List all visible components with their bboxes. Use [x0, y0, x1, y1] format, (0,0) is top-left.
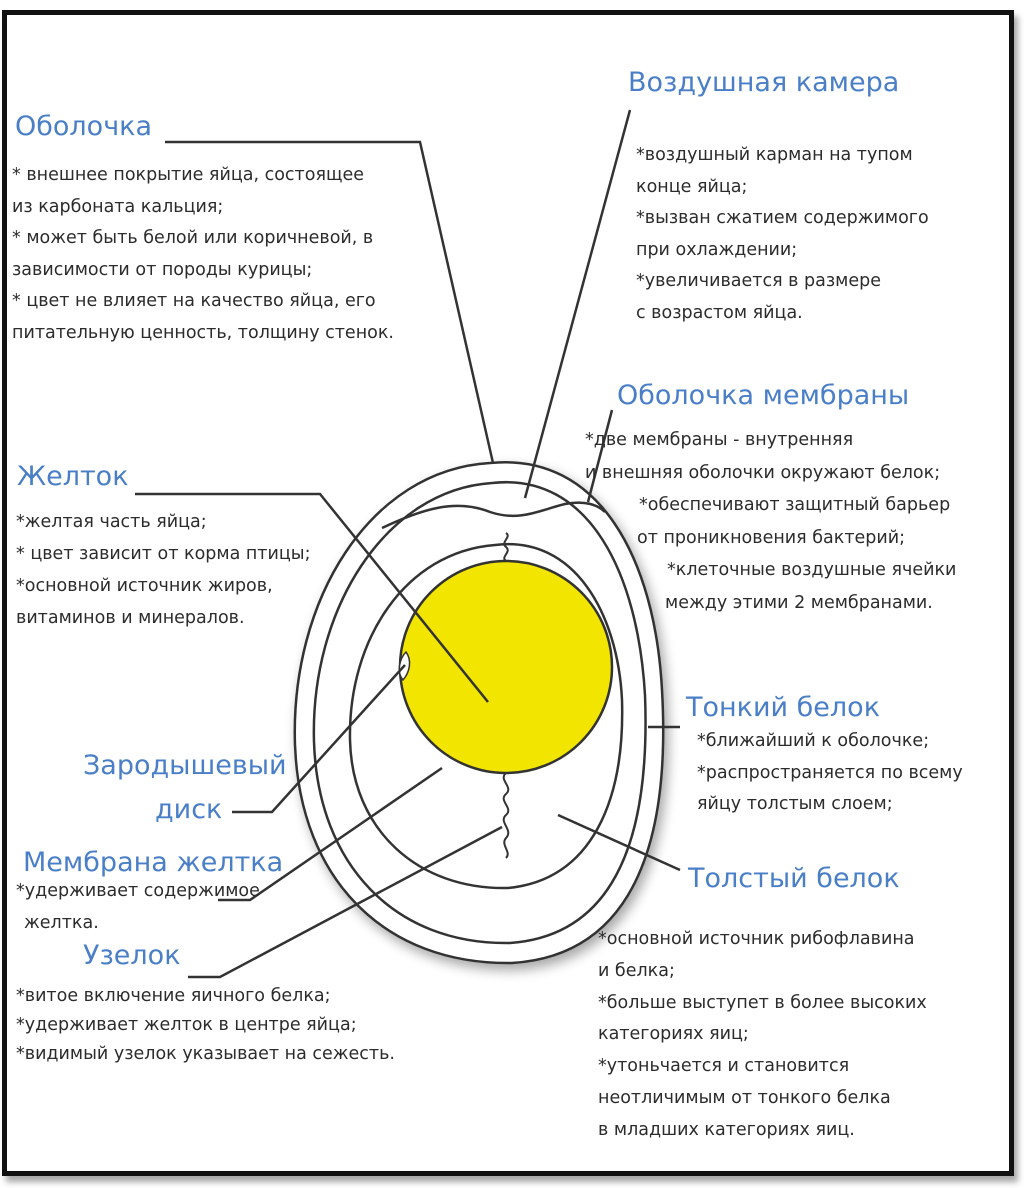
leader-chalaza — [188, 825, 503, 979]
leader-thick-albumen — [557, 813, 681, 872]
shell-description: * внешнее покрытие яйца, состоящее из ка… — [12, 160, 394, 349]
shell-title: Оболочка — [15, 111, 153, 142]
leader-shell-membrane — [586, 409, 614, 503]
shell-membrane-line: *клеточные воздушные ячейки — [667, 560, 957, 580]
chalaza-line: *видимый узелок указывает на сежесть. — [16, 1044, 395, 1064]
germinal-disc-title-line1: Зародышевый — [83, 750, 287, 781]
chalaza-top — [503, 532, 509, 562]
air-cell-description: *воздушный карман на тупом конце яйца; *… — [636, 140, 929, 329]
thick-albumen-line: категориях яиц; — [598, 1024, 749, 1045]
shell-membrane-line: от проникновения бактерий; — [637, 527, 906, 548]
chalaza-description: *витое включение яичного белка; *удержив… — [16, 982, 395, 1069]
air-cell-line: *вызван сжатием содержимого — [636, 208, 929, 228]
yolk-circle — [398, 559, 614, 775]
yolk-line: * цвет зависит от корма птицы; — [16, 544, 311, 564]
thick-albumen-line: в младших категориях яиц. — [598, 1119, 855, 1140]
chalaza-bottom — [502, 772, 510, 859]
thin-albumen-line: *распространяется по всему — [697, 762, 963, 783]
air-cell-title: Воздушная камера — [628, 67, 900, 98]
leader-lines — [135, 109, 681, 979]
leader-shell — [165, 140, 495, 464]
shell-membrane-line: между этими 2 мембранами. — [665, 592, 933, 613]
yolk-line: витаминов и минералов. — [16, 608, 245, 628]
leader-air-cell — [523, 109, 632, 499]
air-cell-line: при охлаждении; — [636, 239, 798, 260]
shell-membrane-line: и внешняя оболочки окружают белок; — [585, 462, 941, 483]
chalaza-title: Узелок — [83, 940, 181, 971]
thick-albumen-title: Толстый белок — [688, 863, 900, 894]
egg-shell-inner-membrane — [312, 480, 647, 945]
yolk-line: *основной источник жиров, — [16, 576, 273, 596]
chalaza-line: *удерживает желток в центре яйца; — [16, 1015, 357, 1035]
air-cell-line: *увеличивается в размере — [636, 271, 882, 291]
thin-albumen-description: *ближайший к оболочке; *распространяется… — [697, 726, 963, 821]
chalaza-line: *витое включение яичного белка; — [16, 986, 331, 1006]
yolk-membrane-line: желтка. — [24, 912, 99, 933]
shell-membrane-description: *две мембраны - внутренняя и внешняя обо… — [585, 424, 956, 619]
shell-line: * может быть белой или коричневой, в — [12, 228, 374, 248]
yolk-membrane-title: Мембрана желтка — [23, 847, 284, 878]
thick-albumen-line: *утоньчается и становится — [598, 1056, 850, 1077]
air-cell-line: *воздушный карман на тупом — [636, 145, 913, 165]
shell-membrane-line: *обеспечивают защитный барьер — [639, 495, 951, 515]
thick-albumen-line: неотличимым от тонкого белка — [598, 1087, 891, 1108]
yolk-title: Желток — [17, 461, 129, 492]
air-cell-line: конце яйца; — [636, 176, 748, 197]
leader-yolk — [135, 492, 489, 703]
shell-line: * внешнее покрытие яйца, состоящее — [12, 165, 364, 185]
germinal-disc-title-line2: диск — [155, 794, 223, 825]
leader-germinal-disc — [232, 664, 406, 814]
yolk-membrane-line: *удерживает содержимое — [16, 881, 260, 901]
air-cell-line: с возрастом яйца. — [636, 302, 803, 323]
yolk-line: *желтая часть яйца; — [16, 512, 207, 532]
shell-line: * цвет не влияет на качество яйца, его — [12, 291, 376, 311]
thick-albumen-boundary — [348, 542, 624, 890]
shell-membrane-title: Оболочка мембраны — [617, 380, 910, 411]
thick-albumen-line: *больше выступет в более высоких — [598, 992, 927, 1013]
thick-albumen-description: *основной источник рибофлавина и белка; … — [598, 924, 927, 1147]
thick-albumen-line: и белка; — [598, 960, 675, 981]
thin-albumen-line: яйцу толстым слоем; — [697, 794, 893, 814]
yolk-description: *желтая часть яйца; * цвет зависит от ко… — [16, 506, 311, 634]
leader-yolk-membrane — [218, 766, 443, 902]
shell-line: из карбоната кальция; — [12, 196, 224, 217]
thick-albumen-line: *основной источник рибофлавина — [598, 929, 915, 949]
air-cell-line — [381, 501, 606, 530]
shell-line: зависимости от породы курицы; — [12, 259, 313, 280]
yolk-membrane-description: *удерживает содержимое желтка. — [16, 876, 260, 939]
thin-albumen-title: Тонкий белок — [686, 692, 880, 723]
shell-membrane-line: *две мембраны - внутренняя — [585, 430, 854, 450]
shell-line: питательную ценность, толщину стенок. — [12, 322, 394, 343]
thin-albumen-line: *ближайший к оболочке; — [697, 731, 930, 751]
